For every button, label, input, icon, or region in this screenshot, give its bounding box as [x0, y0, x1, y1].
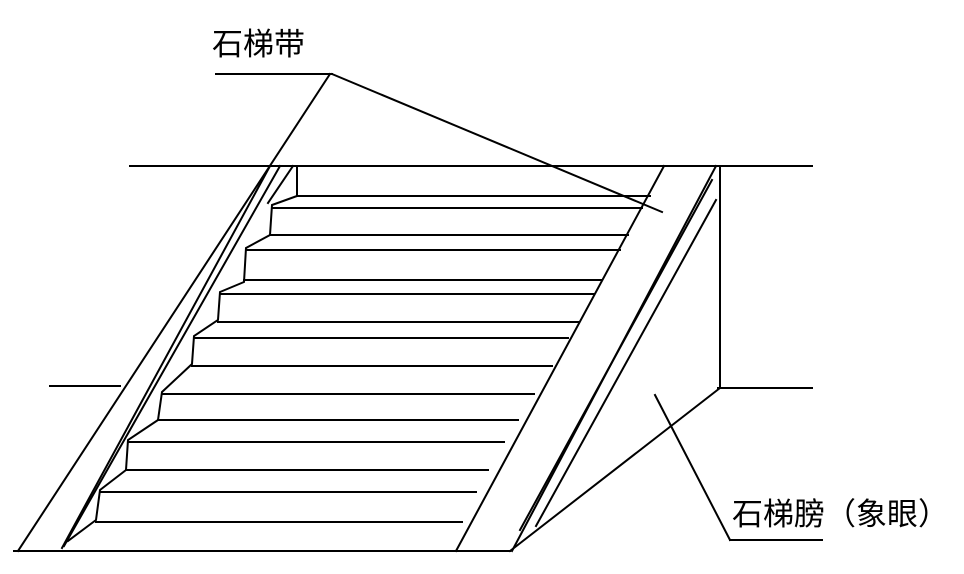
left-band-line-4 [266, 164, 295, 205]
step-treads [95, 195, 651, 523]
ground-lines [13, 165, 813, 552]
right-band-line-4 [534, 198, 718, 528]
side-wall-diagonal-line [508, 386, 722, 553]
left-band-outer-line [16, 72, 332, 553]
top-callout: 石梯带 [212, 27, 664, 214]
bottom-callout: 石梯膀（象眼） [653, 393, 949, 542]
right-side-band [454, 164, 718, 553]
left-band-line-3 [62, 164, 282, 548]
left-side-band [16, 72, 332, 553]
top-leader-line [330, 72, 664, 214]
bottom-label: 石梯膀（象眼） [732, 497, 949, 533]
side-wall-triangle [508, 165, 722, 553]
bottom-leader-line [653, 393, 732, 542]
top-label: 石梯带 [212, 27, 305, 63]
left-band-line-2 [60, 164, 272, 550]
right-band-line-3 [518, 178, 714, 532]
stair-profile-zigzag [66, 165, 298, 543]
right-band-inner-line [454, 164, 666, 553]
